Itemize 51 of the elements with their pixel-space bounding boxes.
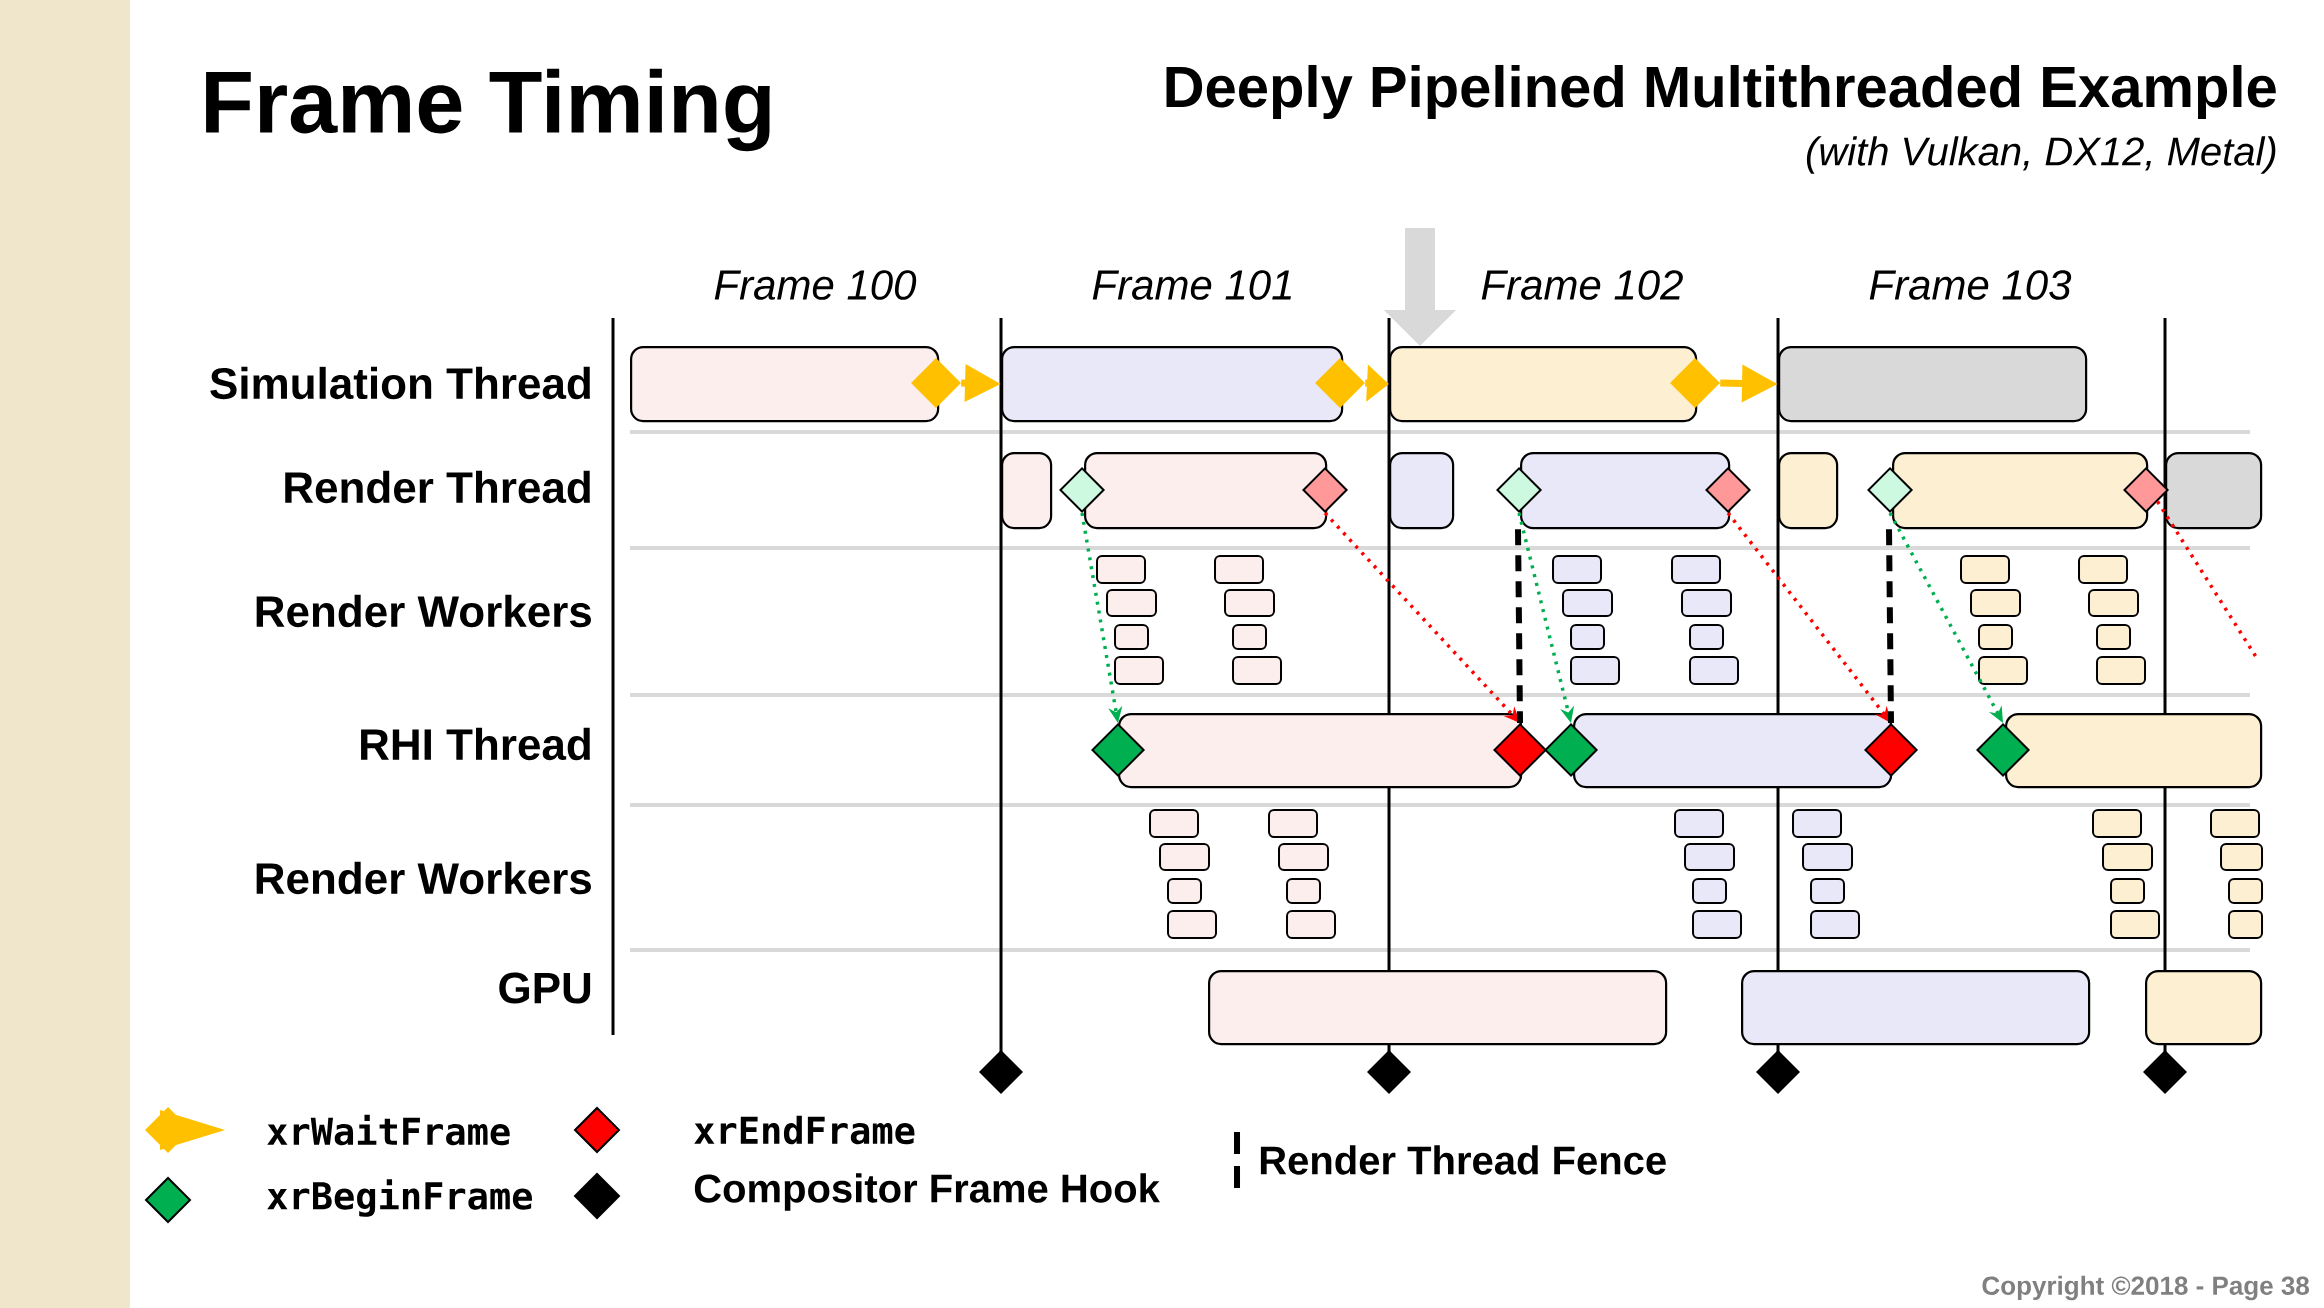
task-bar [1001, 346, 1344, 423]
task-bar [1892, 452, 2149, 530]
diamond-marker [1867, 467, 1913, 513]
legend-label: xrWaitFrame [267, 1114, 510, 1146]
fence-line [1886, 529, 1894, 724]
frame-label: Frame 102 [1481, 270, 1683, 300]
task-bar [1520, 452, 1731, 530]
legend-label: Compositor Frame Hook [694, 1173, 1160, 1211]
task-bar [630, 346, 940, 423]
fence-line [1515, 529, 1523, 724]
row-label: Render Thread [285, 470, 590, 504]
row-label: Render Workers [256, 594, 591, 628]
task-bar [2005, 713, 2263, 789]
row-label: Simulation Thread [210, 366, 590, 400]
diamond-marker [2123, 467, 2169, 513]
diamond-marker [1670, 358, 1720, 408]
diamond-marker [911, 358, 961, 408]
legend-label: Render Thread Fence [1260, 1145, 1666, 1175]
diamond-marker [1864, 723, 1918, 777]
task-bar [2165, 452, 2263, 530]
row-label: Render Workers [256, 861, 591, 895]
row-label: GPU [499, 972, 591, 1004]
task-bar [1001, 452, 1053, 530]
diamond-marker [1976, 723, 2030, 777]
legend-label: xrBeginFrame [267, 1179, 532, 1217]
diamond-marker [1544, 723, 1598, 777]
title: Frame Timing [206, 68, 770, 152]
diamond-marker [1059, 467, 1105, 513]
frame-label: Frame 100 [714, 270, 917, 300]
subheading: (with Vulkan, DX12, Metal) [1806, 136, 2276, 174]
diamond-marker [1705, 467, 1751, 513]
diamond-marker [1496, 467, 1542, 513]
task-bar [1389, 452, 1455, 530]
diamond-marker [1493, 723, 1547, 777]
legend-label: xrEndFrame [694, 1115, 915, 1145]
row-label: RHI Thread [361, 727, 590, 761]
task-bar [1208, 970, 1668, 1046]
task-bar [1778, 452, 1839, 530]
slide-heading: Deeply Pipelined Multithreaded Example [1166, 64, 2276, 119]
task-bar [2145, 970, 2263, 1046]
frame-label: Frame 101 [1092, 270, 1291, 300]
task-bar [1084, 452, 1328, 530]
task-bar [1389, 346, 1698, 423]
diamond-marker [1302, 467, 1348, 513]
copyright-note: Copyright ©2018 - Page 38 [1982, 1275, 2309, 1301]
frame-label: Frame 103 [1869, 270, 2072, 300]
task-bar [1778, 346, 2088, 423]
task-bar [1118, 713, 1523, 789]
task-bar [1741, 970, 2091, 1046]
task-bar [1573, 713, 1893, 789]
diamond-marker [1091, 723, 1145, 777]
